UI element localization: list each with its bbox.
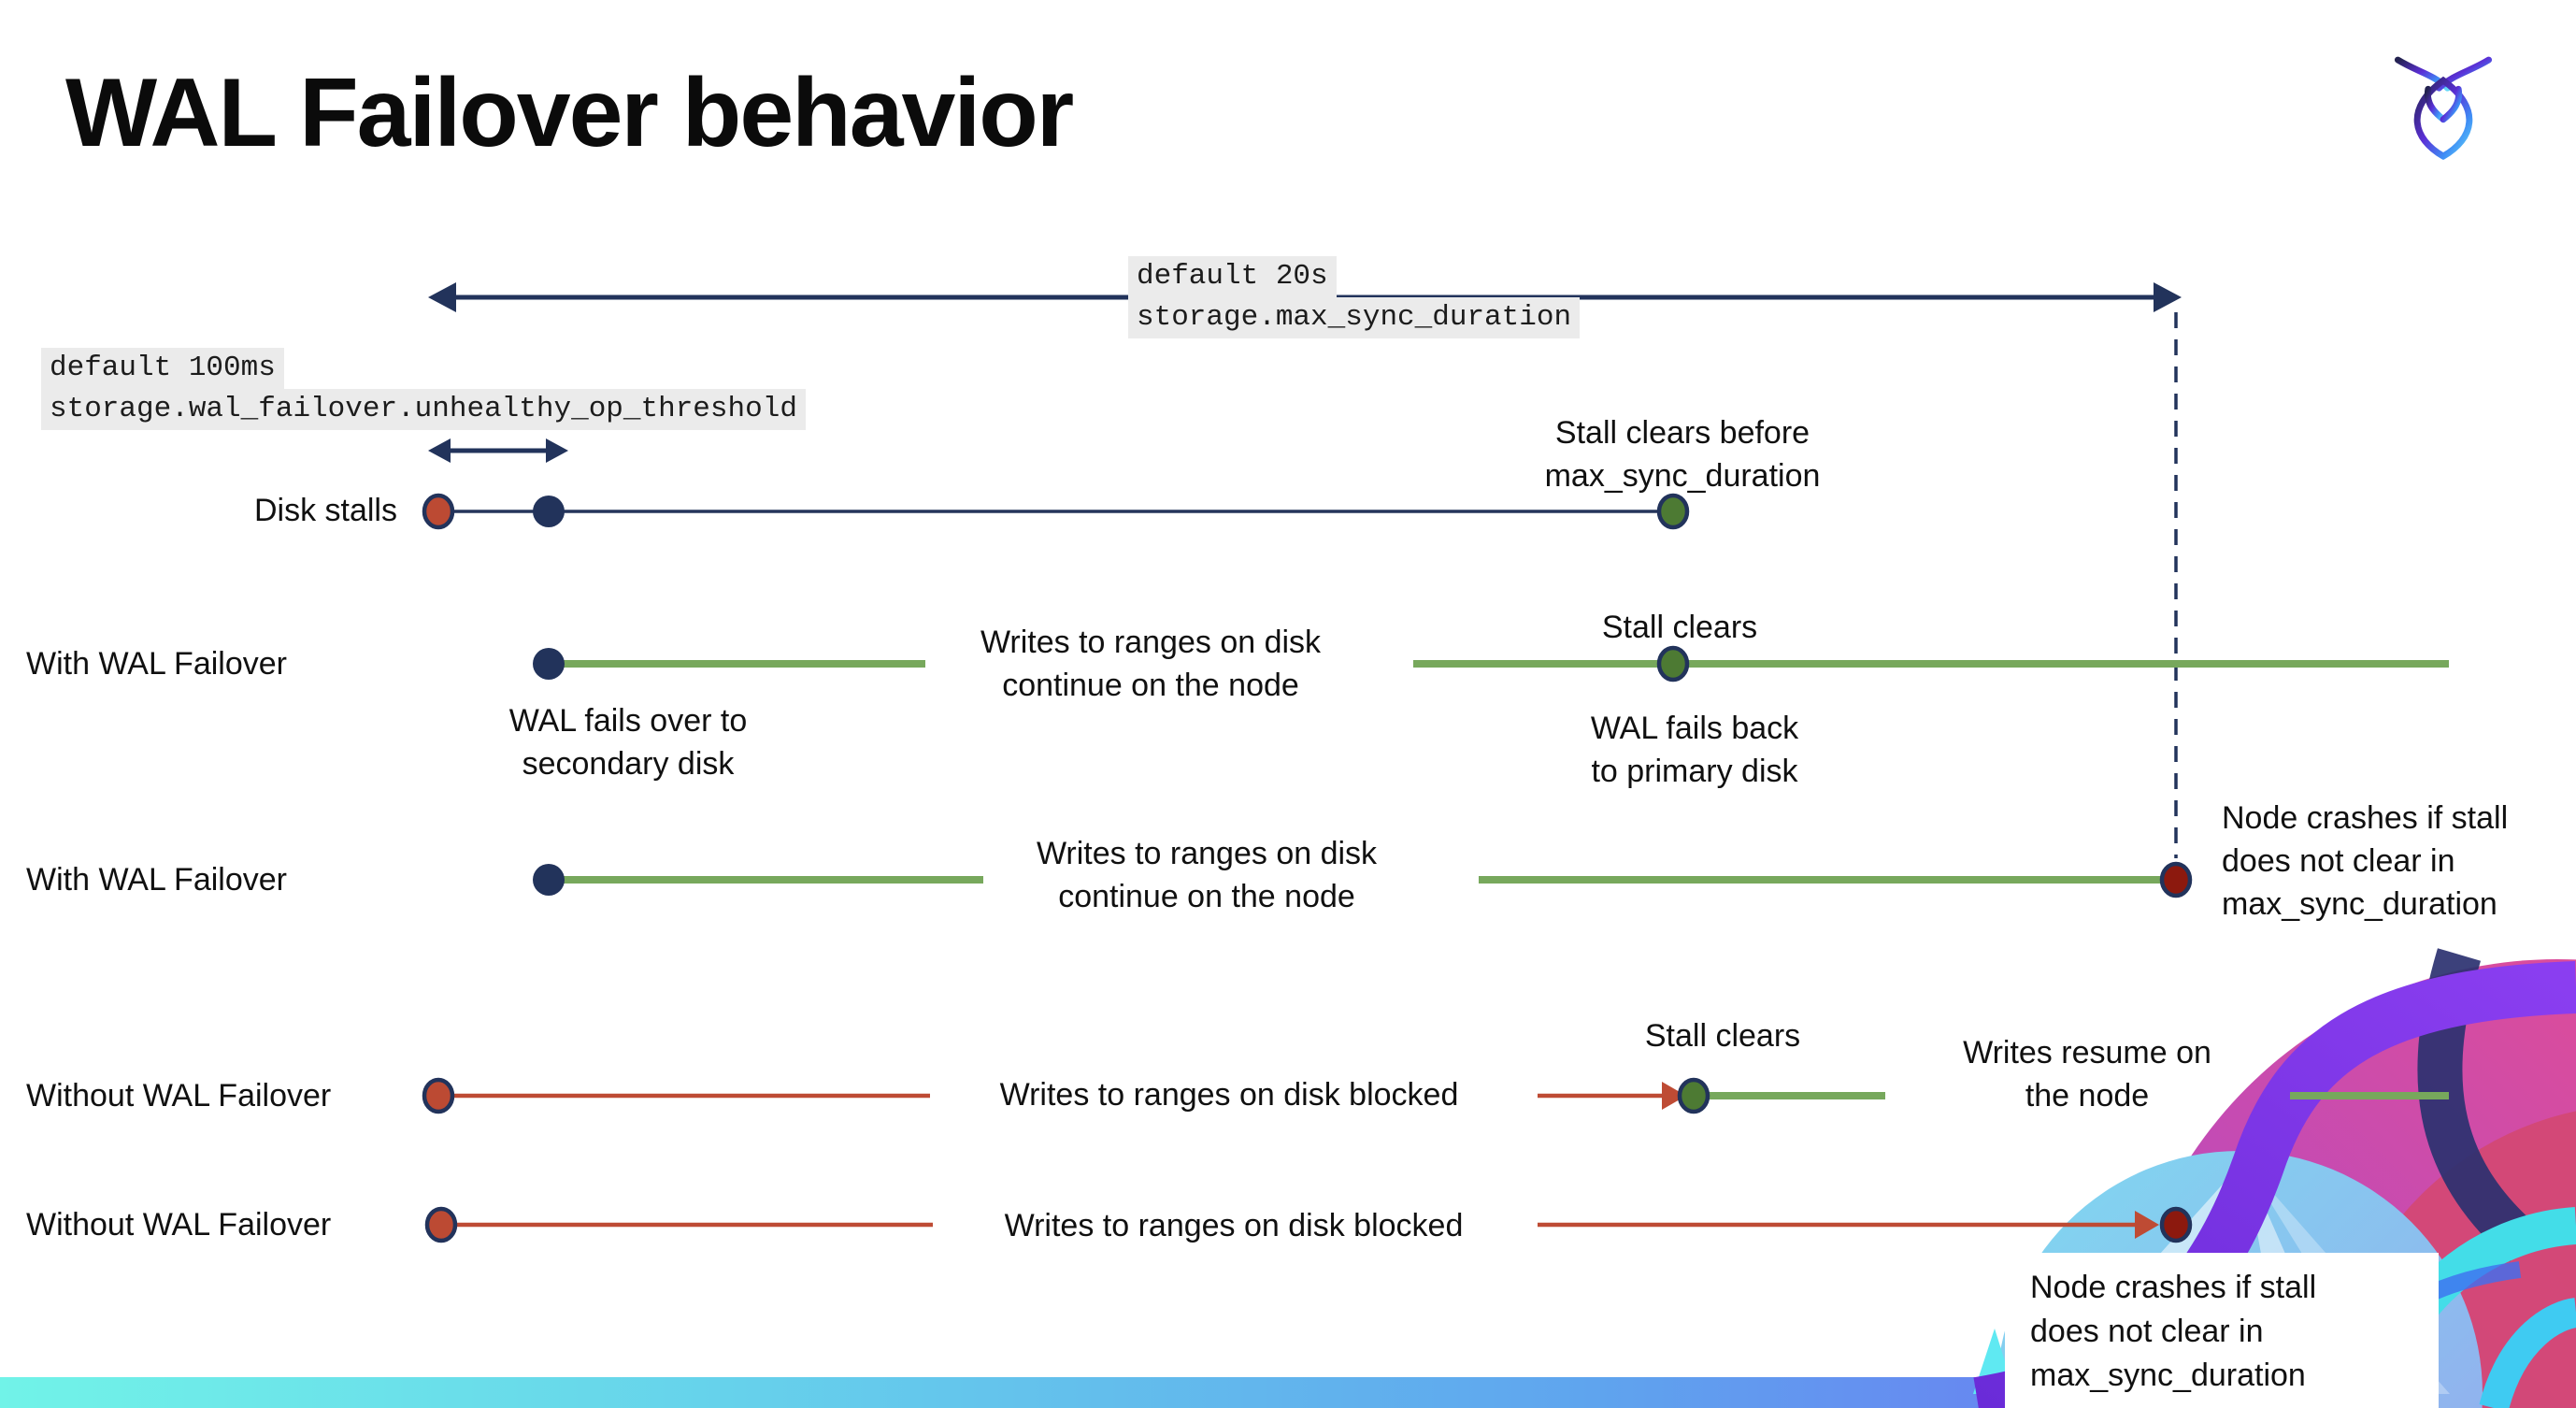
caption-node-crashes-1: Node crashes if stall does not clear in … <box>2222 800 2509 922</box>
failover-dot <box>533 648 565 680</box>
timeline-row-disk-stalls <box>422 493 1690 530</box>
failback-dot <box>1656 645 1690 682</box>
unhealthy-setting-chip: storage.wal_failover.unhealthy_op_thresh… <box>41 389 806 430</box>
caption-writes-blocked-1: Writes to ranges on disk blocked <box>999 1077 1459 1113</box>
caption-writes-blocked-2: Writes to ranges on disk blocked <box>1004 1208 1464 1243</box>
failover-dot <box>533 864 565 896</box>
crash-note-card <box>2005 1253 2439 1408</box>
page-title: WAL Failover behavior <box>65 59 1074 167</box>
stall-start-dot <box>424 1206 458 1243</box>
caption-writes-continue-2: Writes to ranges on disk continue on the… <box>1036 836 1378 914</box>
stall-start-dot <box>422 1077 455 1114</box>
max-sync-default-chip: default 20s <box>1128 256 1337 297</box>
blocked-arrowhead <box>1662 1082 1686 1110</box>
timeline-row-with-failover-clears <box>533 645 2449 682</box>
row-label-with-wal-failover-2: With WAL Failover <box>26 862 287 898</box>
row-label-with-wal-failover-1: With WAL Failover <box>26 646 287 682</box>
row-label-disk-stalls: Disk stalls <box>253 493 397 528</box>
caption-node-crashes-2: Node crashes if stall does not clear in … <box>2030 1270 2317 1393</box>
caption-stall-clears-2: Stall clears <box>1644 1018 1801 1054</box>
caption-stall-clears-1: Stall clears <box>1601 610 1758 645</box>
row-label-without-wal-failover-2: Without WAL Failover <box>26 1207 332 1243</box>
stall-start-dot <box>422 493 455 530</box>
stall-clears-dot <box>1656 493 1690 530</box>
blocked-arrowhead <box>2135 1211 2159 1239</box>
art-cyan-arc-2 <box>2479 1298 2576 1408</box>
caption-stall-clears-before: Stall clears before max_sync_duration <box>1544 415 1821 494</box>
row-label-without-wal-failover-1: Without WAL Failover <box>26 1078 332 1113</box>
caption-writes-continue-1: Writes to ranges on disk continue on the… <box>980 625 1322 703</box>
cockroachdb-logo-icon <box>2394 56 2493 161</box>
caption-writes-resume: Writes resume on the node <box>1963 1035 2211 1113</box>
node-crash-dot <box>2159 861 2193 898</box>
failover-threshold-dot <box>533 496 565 527</box>
stall-clears-dot <box>1677 1077 1710 1114</box>
max-sync-setting-chip: storage.max_sync_duration <box>1128 297 1581 338</box>
caption-wal-fails-over: WAL fails over to secondary disk <box>508 703 748 782</box>
node-crash-dot <box>2159 1206 2193 1243</box>
timeline-row-without-failover-clears <box>422 1077 2449 1114</box>
timeline-row-with-failover-crash <box>533 861 2193 898</box>
caption-wal-fails-back: WAL fails back to primary disk <box>1590 711 1799 789</box>
unhealthy-op-threshold-arrow <box>428 438 568 463</box>
unhealthy-default-chip: default 100ms <box>41 348 284 389</box>
timeline-row-without-failover-crash <box>424 1206 2193 1243</box>
